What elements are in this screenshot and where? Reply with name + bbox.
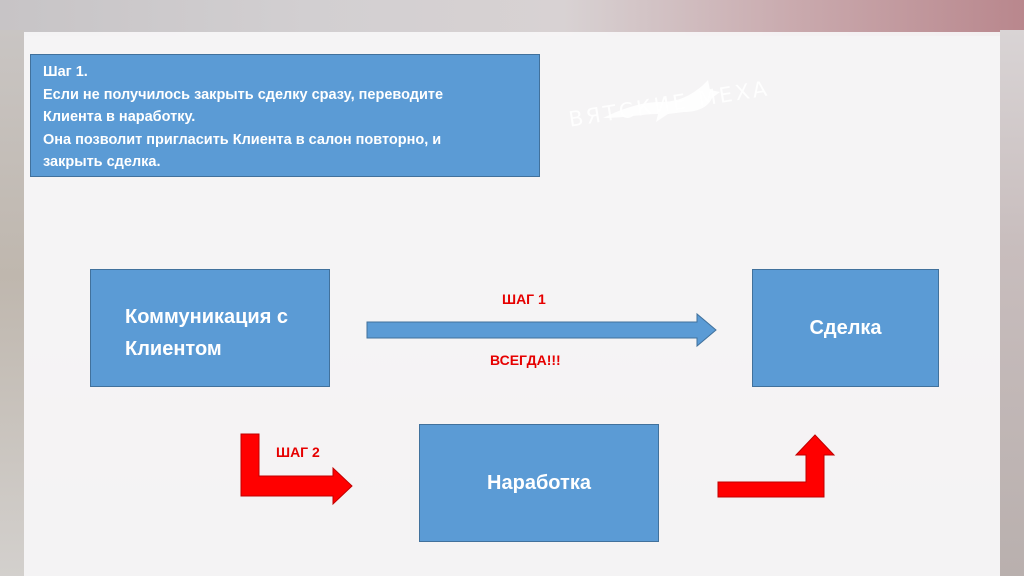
- note-line: закрыть сделка.: [43, 154, 161, 170]
- node-communication-line: Коммуникация с: [125, 306, 289, 328]
- node-workup-label: Наработка: [487, 471, 591, 494]
- note-line: Она позволит пригласить Клиента в салон …: [43, 131, 442, 148]
- node-deal-label: Сделка: [809, 316, 882, 339]
- fox-logo-icon: [603, 80, 720, 122]
- background-top: [0, 0, 1024, 36]
- background-right: [1000, 30, 1024, 576]
- always-label: ВСЕГДА!!!: [490, 352, 561, 368]
- node-deal: Сделка: [752, 269, 939, 387]
- node-workup: Наработка: [419, 424, 659, 542]
- background-left: [0, 30, 24, 576]
- note-line: Клиента в наработку.: [43, 109, 196, 125]
- note-line: Шаг 1.: [43, 64, 88, 80]
- step2-label: ШАГ 2: [276, 444, 320, 460]
- note-line: Если не получилось закрыть сделку сразу,…: [43, 86, 444, 103]
- arrow-communication-to-deal: [366, 312, 717, 348]
- step1-label: ШАГ 1: [502, 291, 546, 307]
- node-communication: Коммуникация с Клиентом: [90, 269, 330, 387]
- node-communication-line: Клиентом: [125, 338, 222, 360]
- step-note: Шаг 1. Если не получилось закрыть сделку…: [30, 54, 540, 177]
- arrow-workup-to-deal: [717, 434, 836, 498]
- arrow-communication-to-workup: [240, 433, 353, 506]
